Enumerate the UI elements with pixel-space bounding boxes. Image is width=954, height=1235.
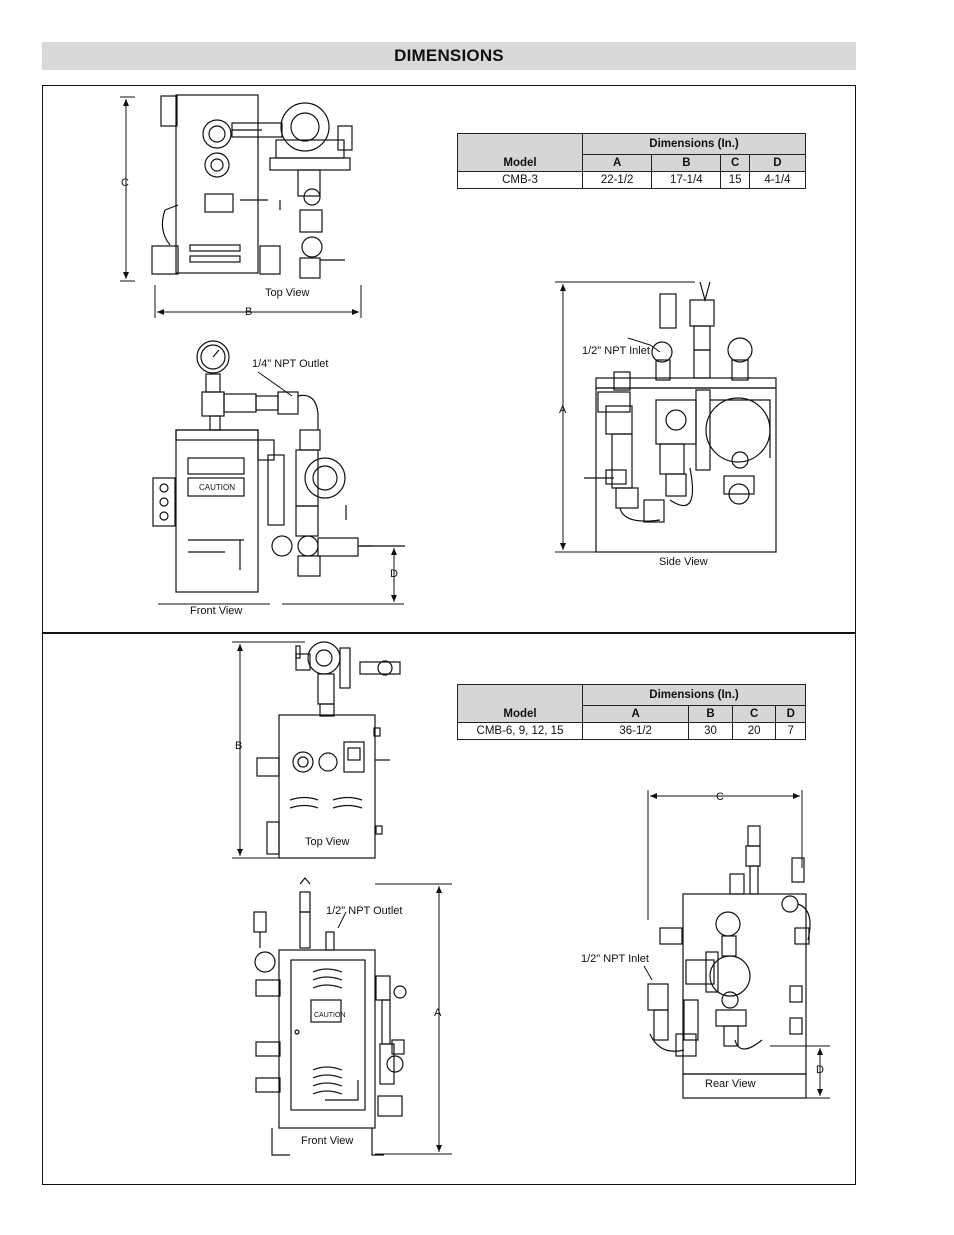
dim-b-cell: 30 <box>688 722 733 740</box>
cmb3-side-dimension-lines <box>555 281 695 553</box>
cmb6-front-dimension-lines <box>337 883 452 1155</box>
cmb3-side-view-drawing <box>584 281 777 553</box>
dim-b-cell: 17-1/4 <box>651 171 722 189</box>
model-cell: CMB-3 <box>457 171 583 189</box>
cmb6-dim-a-label: A <box>434 1007 442 1019</box>
table-header-d: D <box>748 154 807 172</box>
cmb6-panel <box>42 632 856 1185</box>
cmb3-top-view-drawing <box>151 94 353 279</box>
cmb3-outlet-label: 1/4" NPT Outlet <box>252 358 329 370</box>
cmb6-rear-dimension-lines <box>643 790 830 1099</box>
table-header-a: A <box>581 154 653 172</box>
cmb3-inlet-label: 1/2" NPT Inlet <box>582 345 650 357</box>
page-title: DIMENSIONS <box>394 46 504 65</box>
cmb6-front-view-drawing <box>253 877 407 1156</box>
cmb3-front-view-label: Front View <box>190 605 243 617</box>
cmb3-dim-a-label: A <box>559 404 567 416</box>
table-header-b: B <box>651 154 722 172</box>
cmb6-front-view-label: Front View <box>301 1135 354 1147</box>
cmb3-top-dimension-lines <box>120 96 362 318</box>
dim-a-cell: 22-1/2 <box>581 171 653 189</box>
cmb6-top-view-label: Top View <box>305 836 350 848</box>
dim-c-cell: 20 <box>731 722 777 740</box>
cmb6-outlet-label: 1/2" NPT Outlet <box>326 905 403 917</box>
dim-a-cell: 36-1/2 <box>581 722 690 740</box>
cmb3-dim-c-label: C <box>121 177 129 189</box>
cmb3-top-view-label: Top View <box>265 287 310 299</box>
table-header-dimensions: Dimensions (In.) <box>582 684 806 706</box>
table-header-model: Model <box>457 684 583 723</box>
table-header-d: D <box>775 705 806 723</box>
cmb3-front-view-drawing <box>152 340 405 593</box>
model-cell: CMB-6, 9, 12, 15 <box>457 722 583 740</box>
cmb3-dim-b-label: B <box>245 306 253 318</box>
table-row: CMB-6, 9, 12, 15 36-1/2 30 20 7 <box>457 722 806 740</box>
cmb3-dimensions-table: Model Dimensions (In.) A B C D CMB-3 22-… <box>457 133 807 189</box>
cmb6-dimensions-table: Model Dimensions (In.) A B C D CMB-6, 9,… <box>457 684 806 740</box>
cmb3-front-dimension-lines <box>158 371 404 605</box>
table-header-c: C <box>720 154 750 172</box>
dim-c-cell: 15 <box>720 171 750 189</box>
table-header-dimensions: Dimensions (In.) <box>582 133 806 155</box>
dim-d-cell: 4-1/4 <box>748 171 807 189</box>
cmb6-caution-label: CAUTION <box>314 1012 346 1019</box>
cmb6-top-dimension-lines <box>232 641 305 859</box>
cmb6-top-view-drawing <box>256 641 401 859</box>
cmb6-inlet-label: 1/2" NPT Inlet <box>581 953 649 965</box>
table-header-model: Model <box>457 133 583 172</box>
cmb6-dim-c-label: C <box>716 791 724 803</box>
table-header-a: A <box>581 705 690 723</box>
table-row: CMB-3 22-1/2 17-1/4 15 4-1/4 <box>457 171 807 189</box>
cmb3-dim-d-label: D <box>390 568 398 580</box>
table-header-c: C <box>731 705 777 723</box>
table-header-b: B <box>688 705 733 723</box>
dim-d-cell: 7 <box>775 722 806 740</box>
cmb3-side-view-label: Side View <box>659 556 708 568</box>
cmb6-rear-view-label: Rear View <box>705 1078 756 1090</box>
cmb6-dim-d-label: D <box>816 1064 824 1076</box>
cmb3-panel <box>42 85 856 634</box>
cmb6-rear-view-drawing <box>647 825 811 1099</box>
section-title-bar: DIMENSIONS <box>42 42 856 70</box>
cmb6-dim-b-label: B <box>235 740 243 752</box>
cmb3-caution-label: CAUTION <box>199 483 235 492</box>
